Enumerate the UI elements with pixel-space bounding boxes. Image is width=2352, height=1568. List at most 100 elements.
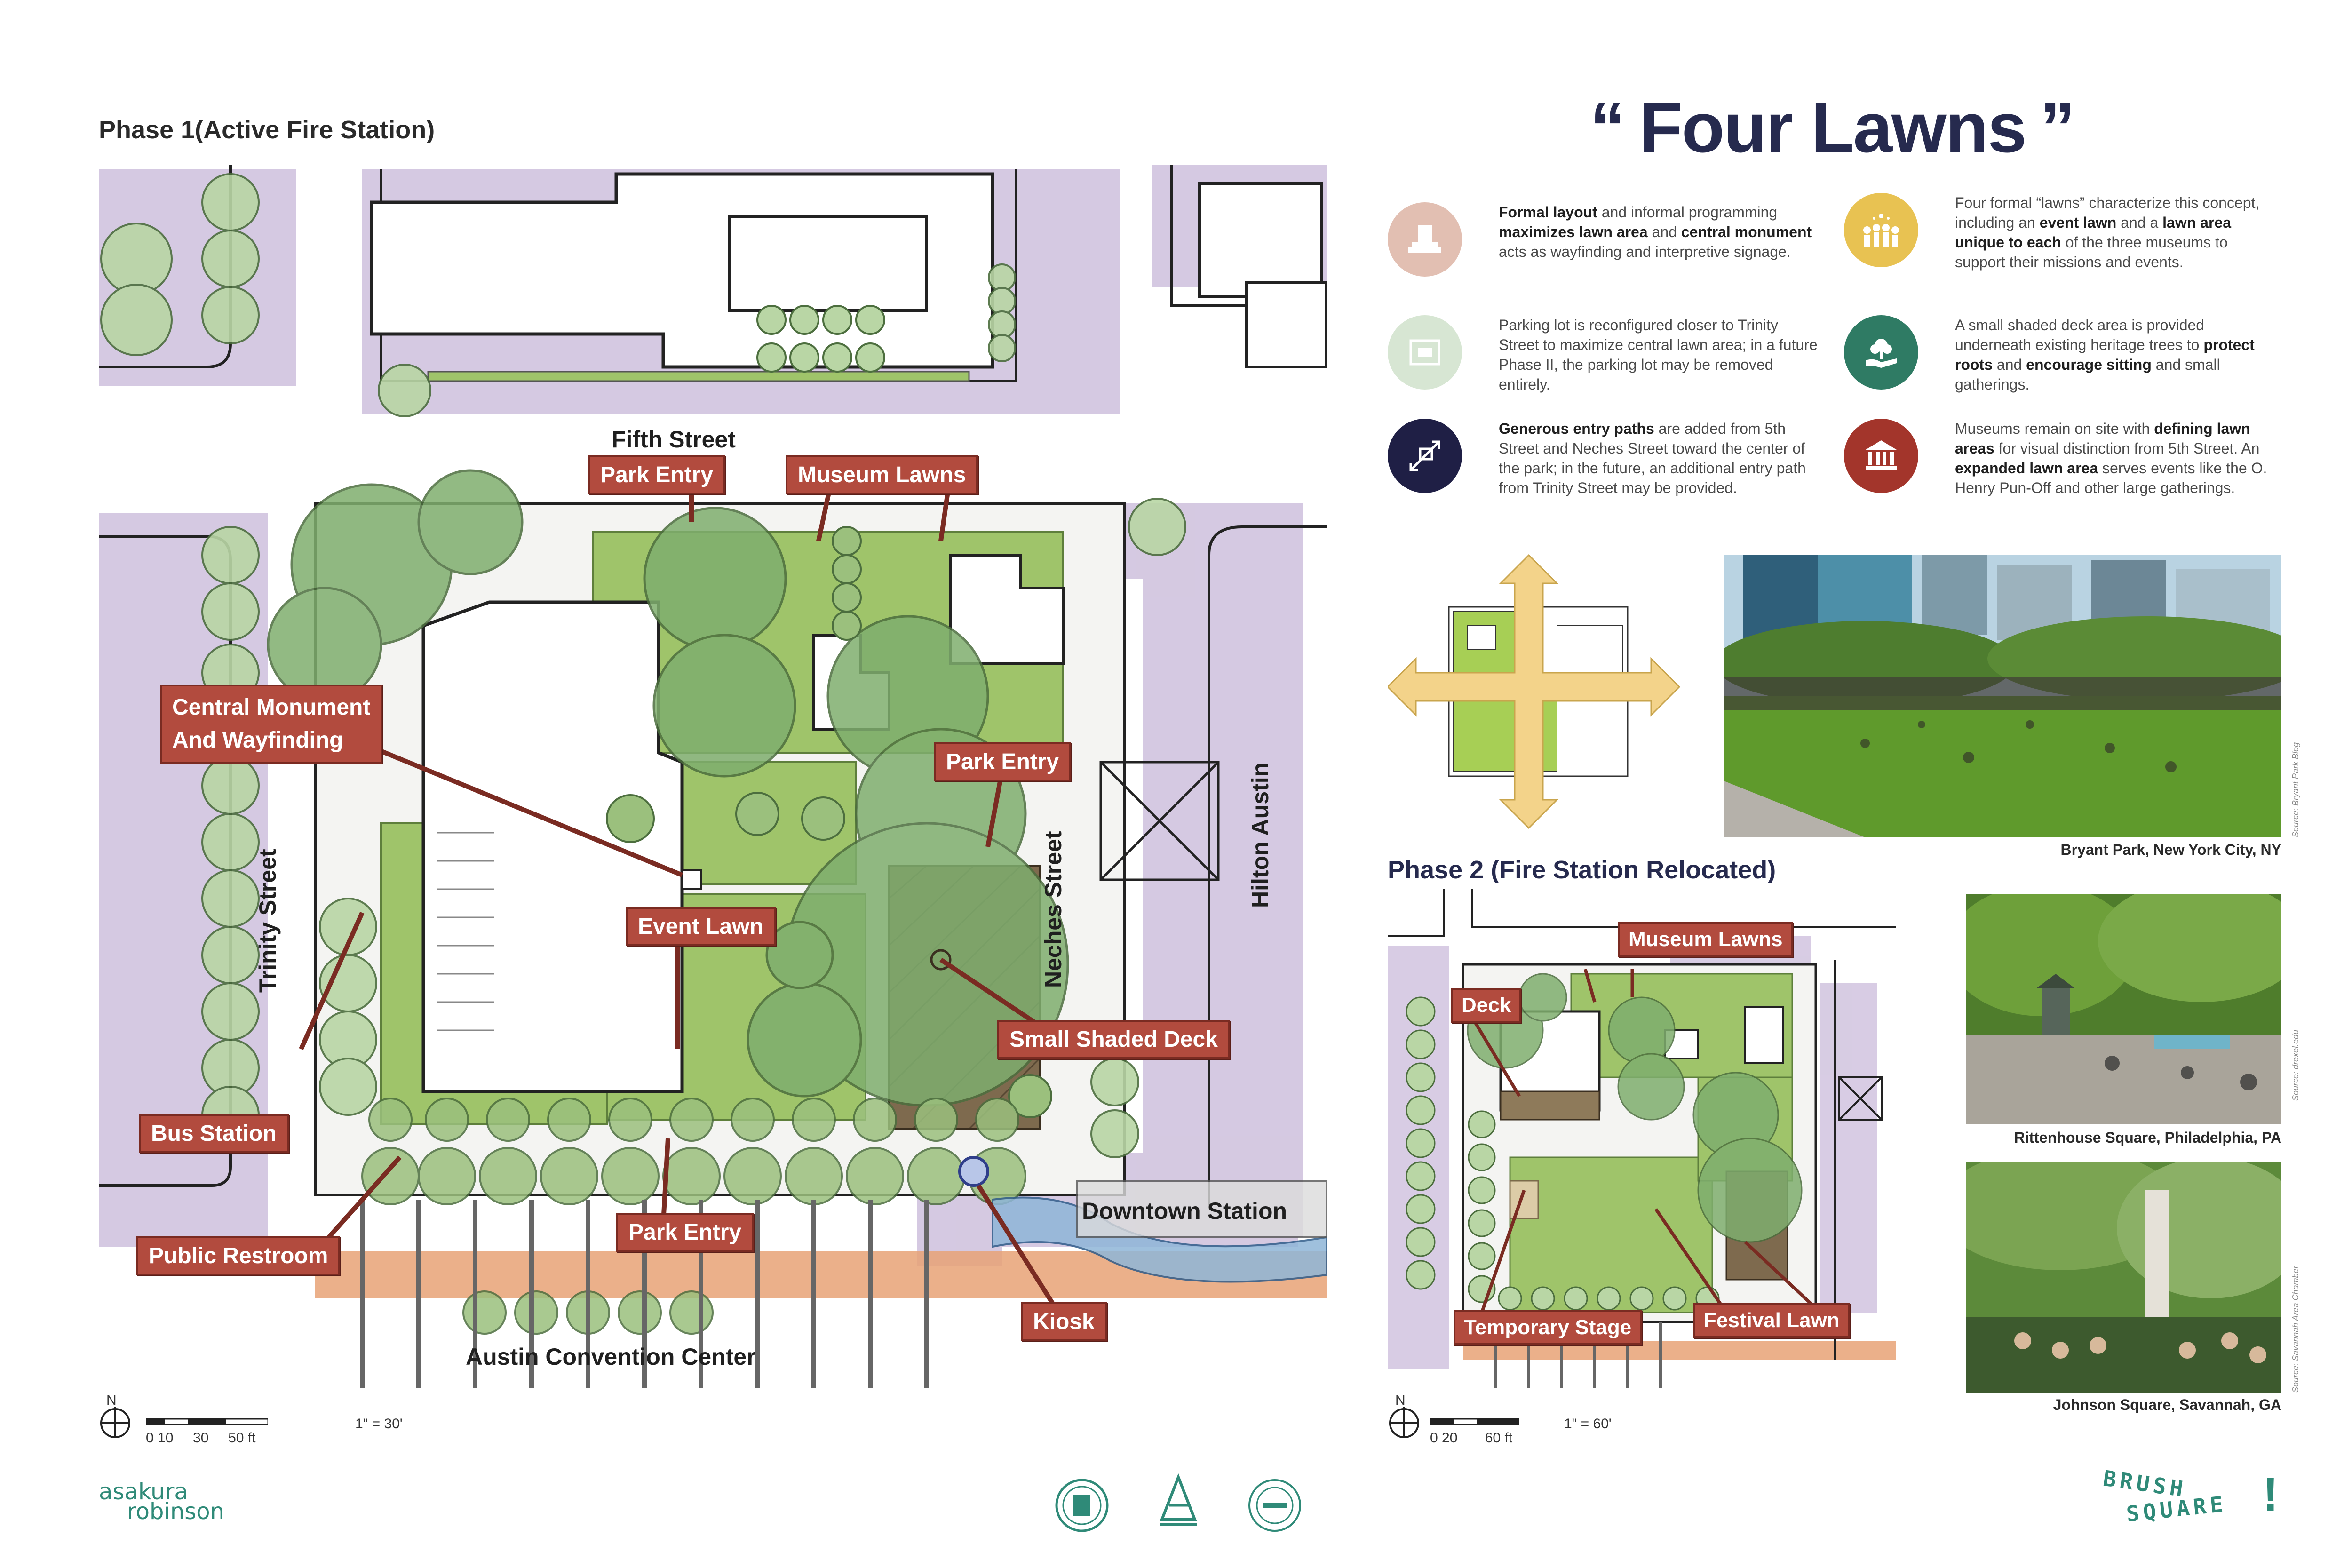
title-close-quote: ”: [2040, 88, 2075, 167]
crowd-icon: [1844, 193, 1918, 267]
brush-square-mark: !: [2263, 1468, 2279, 1521]
callout-kiosk: Kiosk: [1021, 1302, 1107, 1341]
feature-2-t3: of the three museums to support their mi…: [1955, 234, 2228, 271]
feature-6-t2: for visual distinction from 5th Street. …: [1994, 440, 2260, 457]
title-text: Four Lawns: [1639, 88, 2027, 167]
feature-4-b1: protect roots: [1955, 336, 2255, 373]
feature-2-b1: event lawn: [2039, 214, 2117, 231]
feature-1-b3: central monument: [1681, 223, 1812, 240]
feature-5-t1: are added from 5th Street and Neches Str…: [1499, 420, 1806, 496]
photo-rittenhouse-square: [1966, 894, 2281, 1124]
firm-logo: asakura robinson: [99, 1479, 225, 1525]
title-open-quote: “: [1590, 88, 1625, 167]
feature-1-t1: and informal programming: [1597, 204, 1778, 221]
source-bryant: Source: Bryant Park Blog: [2291, 742, 2300, 837]
callout-central-monument-line2: And Wayfinding: [172, 728, 343, 753]
feature-1-b2: maximizes lawn area: [1499, 223, 1648, 240]
feature-text-6: Museums remain on site with defining law…: [1955, 419, 2275, 498]
feature-1-t2: and: [1647, 223, 1681, 240]
callout-park-entry-top: Park Entry: [588, 455, 726, 494]
feature-6-b1: defining lawn areas: [1955, 420, 2250, 457]
callout-small-shaded-deck: Small Shaded Deck: [997, 1020, 1230, 1059]
phase2-site-plan: [1388, 889, 1896, 1388]
firm-logo-line1: asakura: [99, 1479, 188, 1505]
feature-four-lawns: Four formal “lawns” characterize this co…: [1844, 193, 2275, 272]
feature-2-t2: and a: [2116, 214, 2163, 231]
convention-center-label: Austin Convention Center: [466, 1344, 756, 1370]
feature-4-t1: A small shaded deck area is provided und…: [1955, 317, 2205, 353]
callout-event-lawn: Event Lawn: [626, 907, 776, 946]
feature-5-b1: Generous entry paths: [1499, 420, 1654, 437]
feature-shaded-deck: A small shaded deck area is provided und…: [1844, 315, 2275, 394]
entry-arrows-icon: [1388, 419, 1462, 493]
feature-text-4: A small shaded deck area is provided und…: [1955, 315, 2275, 394]
feature-parking: Parking lot is reconfigured closer to Tr…: [1388, 315, 1819, 394]
feature-2-b2: lawn area unique to each: [1955, 214, 2232, 251]
capra-logo: [1248, 1479, 1301, 1532]
photo-johnson-square: [1966, 1162, 2281, 1393]
feature-4-t3: and small gatherings.: [1955, 356, 2220, 393]
callout-museum-lawns: Museum Lawns: [786, 455, 978, 494]
phase2-north-arrow: [1389, 1407, 1419, 1438]
street-label-fifth: Fifth Street: [612, 426, 736, 453]
phase2-scale-ticks: 0 20 60 ft: [1430, 1430, 1513, 1446]
concept-diagram: [1388, 554, 1681, 829]
feature-3-t1: Parking lot is reconfigured closer to Tr…: [1499, 317, 1818, 393]
phase1-scale-ratio: 1" = 30': [355, 1416, 403, 1432]
feature-entry-paths: Generous entry paths are added from 5th …: [1388, 419, 1819, 498]
phase1-heading: Phase 1(Active Fire Station): [99, 116, 435, 144]
phase2-north-label: N: [1395, 1393, 1406, 1408]
street-label-trinity: Trinity Street: [254, 849, 281, 993]
monument-icon: [1388, 202, 1462, 277]
callout-public-restroom: Public Restroom: [136, 1236, 341, 1275]
brush-square-line2: SQUARE: [2125, 1491, 2228, 1527]
downtown-station-label: Downtown Station: [1082, 1198, 1287, 1224]
caption-rittenhouse: Rittenhouse Square, Philadelphia, PA: [2014, 1129, 2281, 1146]
feature-1-t3: acts as wayfinding and interpretive sign…: [1499, 243, 1791, 260]
page-title: “Four Lawns”: [1590, 87, 2075, 168]
feature-text-2: Four formal “lawns” characterize this co…: [1955, 193, 2275, 272]
phase1-site-plan: [99, 165, 1327, 1388]
callout-park-entry-bottom: Park Entry: [616, 1213, 754, 1252]
phase1-north-arrow: [100, 1407, 130, 1438]
callout-central-monument-line1: Central Monument: [172, 695, 371, 720]
caption-johnson: Johnson Square, Savannah, GA: [2053, 1396, 2281, 1413]
feature-2-t1: Four formal “lawns” characterize this co…: [1955, 194, 2260, 231]
source-johnson: Source: Savannah Area Chamber: [2291, 1266, 2300, 1393]
feature-1-b1: Formal layout: [1499, 204, 1597, 221]
austin-parks-logo: [1160, 1473, 1197, 1526]
feature-6-t3: serves events like the O. Henry Pun-Off …: [1955, 460, 2267, 496]
phase2-callout-deck: Deck: [1451, 988, 1522, 1023]
phase2-scale-ratio: 1" = 60': [1564, 1416, 1612, 1432]
street-label-neches: Neches Street: [1040, 831, 1066, 988]
street-label-hilton: Hilton Austin: [1247, 762, 1273, 908]
brush-square-logo: BRUSH SQUARE: [2102, 1465, 2228, 1527]
feature-4-b2: encourage sitting: [2026, 356, 2152, 373]
phase2-callout-museum-lawns: Museum Lawns: [1618, 922, 1793, 957]
feature-text-5: Generous entry paths are added from 5th …: [1499, 419, 1819, 498]
callout-park-entry-right: Park Entry: [934, 742, 1072, 781]
phase2-callout-festival-lawn: Festival Lawn: [1693, 1303, 1850, 1338]
feature-6-b2: expanded lawn area: [1955, 460, 2098, 477]
firm-logo-line2: robinson: [127, 1498, 225, 1525]
phase2-callout-temporary-stage: Temporary Stage: [1454, 1310, 1642, 1345]
feature-6-t1: Museums remain on site with: [1955, 420, 2154, 437]
feature-formal-layout: Formal layout and informal programming m…: [1388, 202, 1819, 277]
phase1-scale-bar: [146, 1418, 268, 1425]
photo-bryant-park: [1724, 555, 2281, 837]
feature-4-t2: and: [1993, 356, 2026, 373]
phase2-heading: Phase 2 (Fire Station Relocated): [1388, 856, 1776, 884]
phase2-scale-bar: [1430, 1418, 1519, 1425]
callout-bus-station: Bus Station: [139, 1114, 289, 1153]
city-seal-logo: [1055, 1479, 1109, 1532]
tree-hand-icon: [1844, 315, 1918, 390]
feature-text-3: Parking lot is reconfigured closer to Tr…: [1499, 315, 1819, 394]
phase1-scale-ticks: 0 10 30 50 ft: [146, 1430, 256, 1446]
caption-bryant: Bryant Park, New York City, NY: [2060, 841, 2282, 858]
feature-text-1: Formal layout and informal programming m…: [1499, 202, 1819, 262]
callout-central-monument: Central Monument And Wayfinding: [160, 685, 383, 764]
feature-museums: Museums remain on site with defining law…: [1844, 419, 2275, 498]
source-rittenhouse: Source: drexel.edu: [2291, 1029, 2300, 1101]
parking-plan-icon: [1388, 315, 1462, 390]
museum-icon: [1844, 419, 1918, 493]
